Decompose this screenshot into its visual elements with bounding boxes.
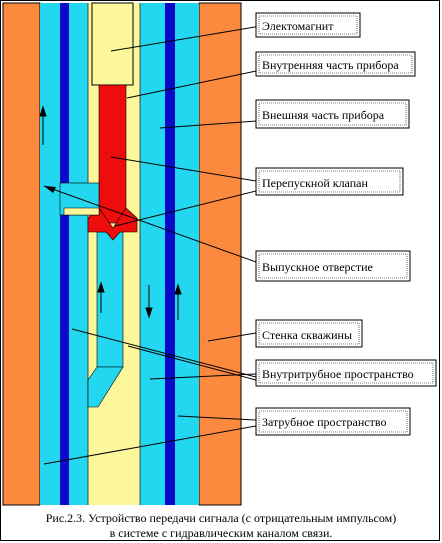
outlet-port-gap: [63, 207, 100, 216]
label-outlet-text: Выпускное отверстие: [262, 260, 373, 274]
label-annular-space: Затрубное пространство: [255, 407, 411, 436]
inner-left-channel: [69, 3, 88, 505]
label-electromagnet-text: Электомагнит: [262, 19, 334, 33]
leader-lines: [43, 25, 262, 465]
outlet-arrowhead: [44, 186, 56, 193]
label-tubing-space: Внутритрубное пространство: [255, 359, 437, 387]
valve-stem: [98, 84, 127, 224]
electromagnet-block: [91, 2, 134, 86]
left-pipe-wall: [60, 3, 69, 505]
label-outer-part: Внешняя часть прибора: [255, 99, 410, 129]
right-pipe-wall: [165, 3, 175, 505]
label-bypass-valve-text: Перепускной клапан: [262, 176, 368, 190]
left-annulus: [40, 3, 60, 505]
caption-line-2: в системе с гидравлическим каналом связи…: [109, 526, 333, 540]
caption-line-1: Рис.2.3. Устройство передачи сигнала (с …: [45, 511, 397, 525]
lower-channel-branch: [87, 366, 124, 408]
label-inner-part-text: Внутренняя часть прибора: [262, 58, 399, 72]
flow-arrows: [39, 105, 182, 320]
label-inner-part: Внутренняя часть прибора: [255, 51, 416, 77]
left-well-wall: [2, 2, 41, 506]
label-outlet: Выпускное отверстие: [255, 250, 411, 282]
valve-seat: [87, 207, 138, 241]
label-well-wall-text: Стенка скважины: [262, 328, 352, 342]
label-annular-space-text: Затрубное пространство: [262, 415, 386, 429]
label-outer-part-text: Внешняя часть прибора: [262, 108, 385, 122]
label-bypass-valve: Перепускной клапан: [255, 167, 404, 196]
label-well-wall: Стенка скважины: [255, 319, 363, 348]
label-electromagnet: Электомагнит: [255, 12, 361, 38]
figure-caption: Рис.2.3. Устройство передачи сигнала (с …: [0, 511, 442, 541]
label-tubing-space-text: Внутритрубное пространство: [262, 367, 414, 381]
inner-right-channel: [140, 3, 165, 505]
